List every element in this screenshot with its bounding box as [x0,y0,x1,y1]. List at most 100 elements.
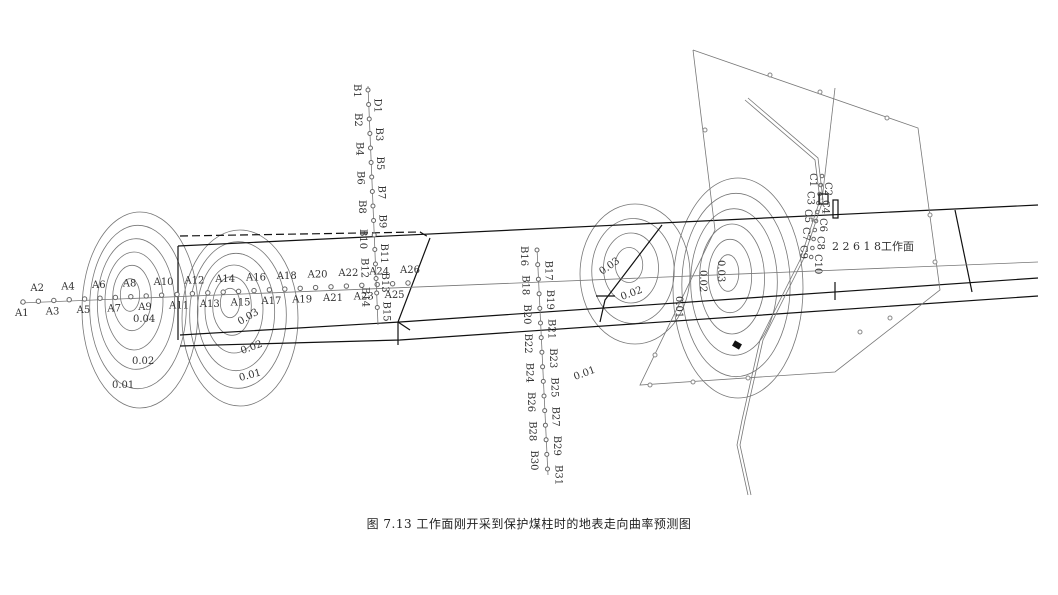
point-label-a: A13 [199,299,220,310]
point-label-b: B1 [351,84,362,98]
boundary-polygon [639,49,941,386]
survey-point [808,254,814,260]
survey-point [128,293,134,300]
road [732,87,839,496]
point-label-b: B8 [356,200,367,214]
boundary-point [932,259,938,265]
point-label-a: A10 [153,277,174,288]
contour-line [89,224,187,390]
survey-point [536,291,542,297]
boundary-point [690,379,696,385]
survey-point [328,284,334,290]
survey-point [366,116,372,122]
survey-point [251,287,257,294]
point-label-b: B15 [380,302,391,322]
survey-point [374,281,380,288]
contour-line [104,251,164,351]
survey-point [297,285,303,292]
building-icon [732,340,742,350]
figure-caption: 图 7.13 工作面刚开采到保护煤柱时的地表走向曲率预测图 [366,517,692,531]
point-label-c: C6 [817,218,828,232]
contour-line [707,238,753,314]
point-label-b: B6 [355,171,366,185]
point-label-a: A11 [168,300,189,311]
contour-line [690,208,778,356]
survey-line-a [19,261,1039,304]
contour-value-label: 0.02 [132,356,154,367]
survey-point [535,262,541,268]
point-label-a: A2 [29,283,44,294]
point-label-a: A4 [60,282,75,293]
boundary-point [887,315,893,321]
workface-label: 2 2 6 1 8工作面 [832,240,914,253]
survey-point [20,299,26,305]
point-label-b: B30 [528,450,539,470]
contour-line [119,278,141,312]
contour-value-label: 0.04 [133,314,155,325]
point-label-b: B3 [373,128,384,142]
boundary-point [702,127,708,133]
survey-point [538,335,544,341]
point-label-b: B24 [524,363,535,383]
survey-point [367,131,373,136]
boundary-point [927,212,933,218]
point-label-a: A19 [291,294,312,305]
contour-value-label: 0.01 [112,380,134,391]
survey-point [374,305,380,310]
survey-point [541,393,547,399]
contour-line [579,203,691,345]
survey-point [359,282,365,288]
survey-points [19,72,1039,476]
survey-point [369,189,375,194]
point-label-b: B25 [548,377,559,397]
survey-point [538,320,543,326]
survey-point [369,174,375,180]
survey-point [811,236,816,242]
point-label-c: C7 [800,227,811,241]
survey-point [819,173,825,179]
point-label-b: B18 [519,275,530,295]
survey-point [112,294,119,301]
point-label-a: A23 [353,291,374,302]
point-label-a: A7 [106,303,121,314]
survey-point [371,232,377,238]
survey-point [389,281,396,287]
contour-value-label: 0.02 [239,339,264,357]
survey-point [370,203,376,209]
contour-line [603,232,659,304]
contour-line [212,276,252,336]
contour-line [96,238,176,370]
contour-line [81,211,199,409]
boundary-point [647,382,653,388]
point-label-a: A12 [183,276,204,287]
point-label-b: B31 [553,465,564,485]
survey-point [35,298,42,304]
survey-point [343,283,350,289]
survey-point [235,288,242,295]
contour-line [219,287,241,319]
point-label-b: B22 [522,334,533,354]
boundary-point [857,329,863,335]
boundary-point [652,352,658,358]
point-label-a: A15 [230,297,251,308]
survey-point [368,160,374,165]
point-label-b: B17 [543,261,554,281]
survey-point [372,247,378,252]
survey-point [51,297,57,304]
survey-point [174,291,180,298]
point-label-b: B27 [550,407,561,427]
survey-point [189,290,196,297]
contour-line [699,223,765,335]
point-label-c: C10 [812,254,823,274]
survey-point [367,145,373,151]
point-label-c: C1 [807,173,818,187]
contour-value-label: 0.03 [715,260,726,282]
point-label-b: B20 [521,304,532,324]
survey-point [542,408,548,414]
point-label-a: A21 [322,293,343,304]
point-label-a: A6 [91,280,106,291]
survey-point [266,287,273,293]
point-label-a: A16 [245,273,266,284]
point-label-c: C8 [815,236,826,250]
point-label-b: B13 [379,273,390,293]
